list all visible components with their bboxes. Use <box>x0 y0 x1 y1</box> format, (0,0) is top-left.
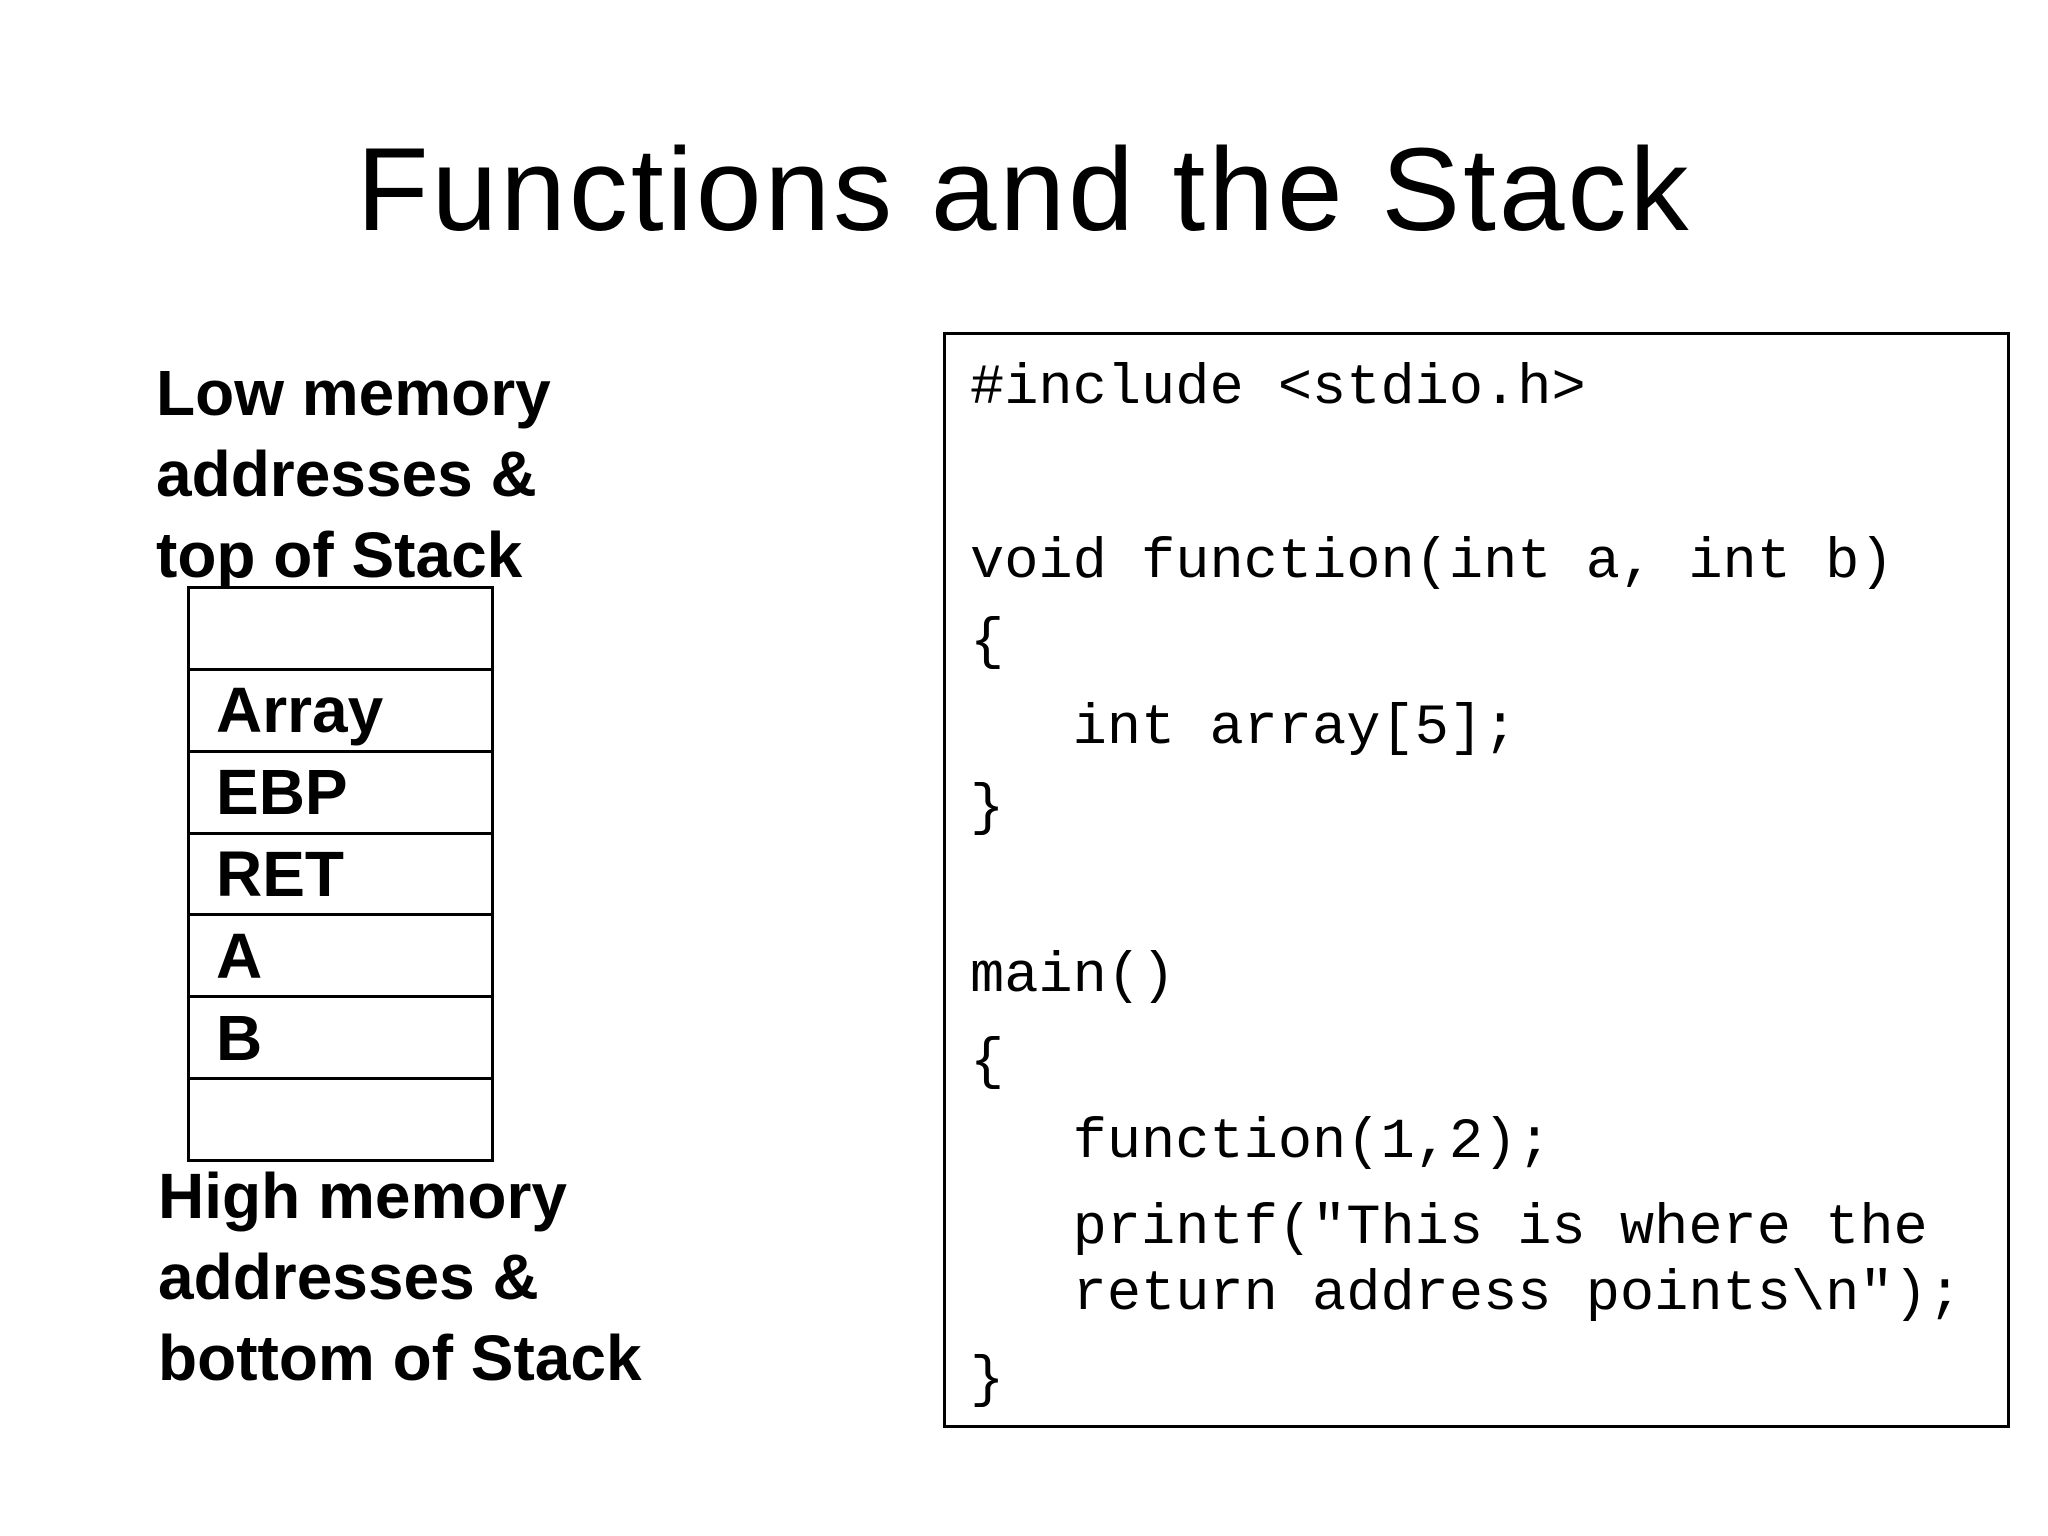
code-line-close-brace-2: } <box>970 1349 1005 1413</box>
code-line-main: main() <box>970 945 1176 1009</box>
high-memory-label-line3: bottom of Stack <box>158 1322 642 1394</box>
code-line-void-function: void function(int a, int b) <box>970 531 1894 595</box>
code-line-open-brace-2: { <box>970 1031 1005 1095</box>
low-memory-label: Low memory addresses & top of Stack <box>156 353 551 596</box>
low-memory-label-line2: addresses & <box>156 438 537 510</box>
high-memory-label: High memory addresses & bottom of Stack <box>158 1156 642 1399</box>
stack-row-a: A <box>190 913 491 995</box>
code-line-include: #include <stdio.h> <box>970 357 1586 421</box>
code-line-int-array: int array[5]; <box>970 697 1518 761</box>
stack-diagram: Array EBP RET A B <box>187 586 494 1162</box>
high-memory-label-line1: High memory <box>158 1160 567 1232</box>
code-panel: #include <stdio.h> void function(int a, … <box>943 332 2010 1428</box>
high-memory-label-line2: addresses & <box>158 1241 539 1313</box>
low-memory-label-line3: top of Stack <box>156 519 523 591</box>
stack-row-array: Array <box>190 667 491 750</box>
stack-row-ret: RET <box>190 831 491 914</box>
code-line-printf-continuation: return address points\n"); <box>970 1263 1962 1327</box>
page-title: Functions and the Stack <box>356 124 1692 256</box>
code-line-function-call: function(1,2); <box>970 1111 1552 1175</box>
stack-row-empty-top <box>190 589 491 668</box>
stack-row-b: B <box>190 995 491 1077</box>
low-memory-label-line1: Low memory <box>156 357 551 429</box>
stack-row-ebp: EBP <box>190 749 491 832</box>
code-line-open-brace-1: { <box>970 611 1005 675</box>
code-line-close-brace-1: } <box>970 777 1005 841</box>
stack-row-empty-bottom <box>190 1077 491 1159</box>
code-line-printf: printf("This is where the <box>970 1197 1928 1261</box>
